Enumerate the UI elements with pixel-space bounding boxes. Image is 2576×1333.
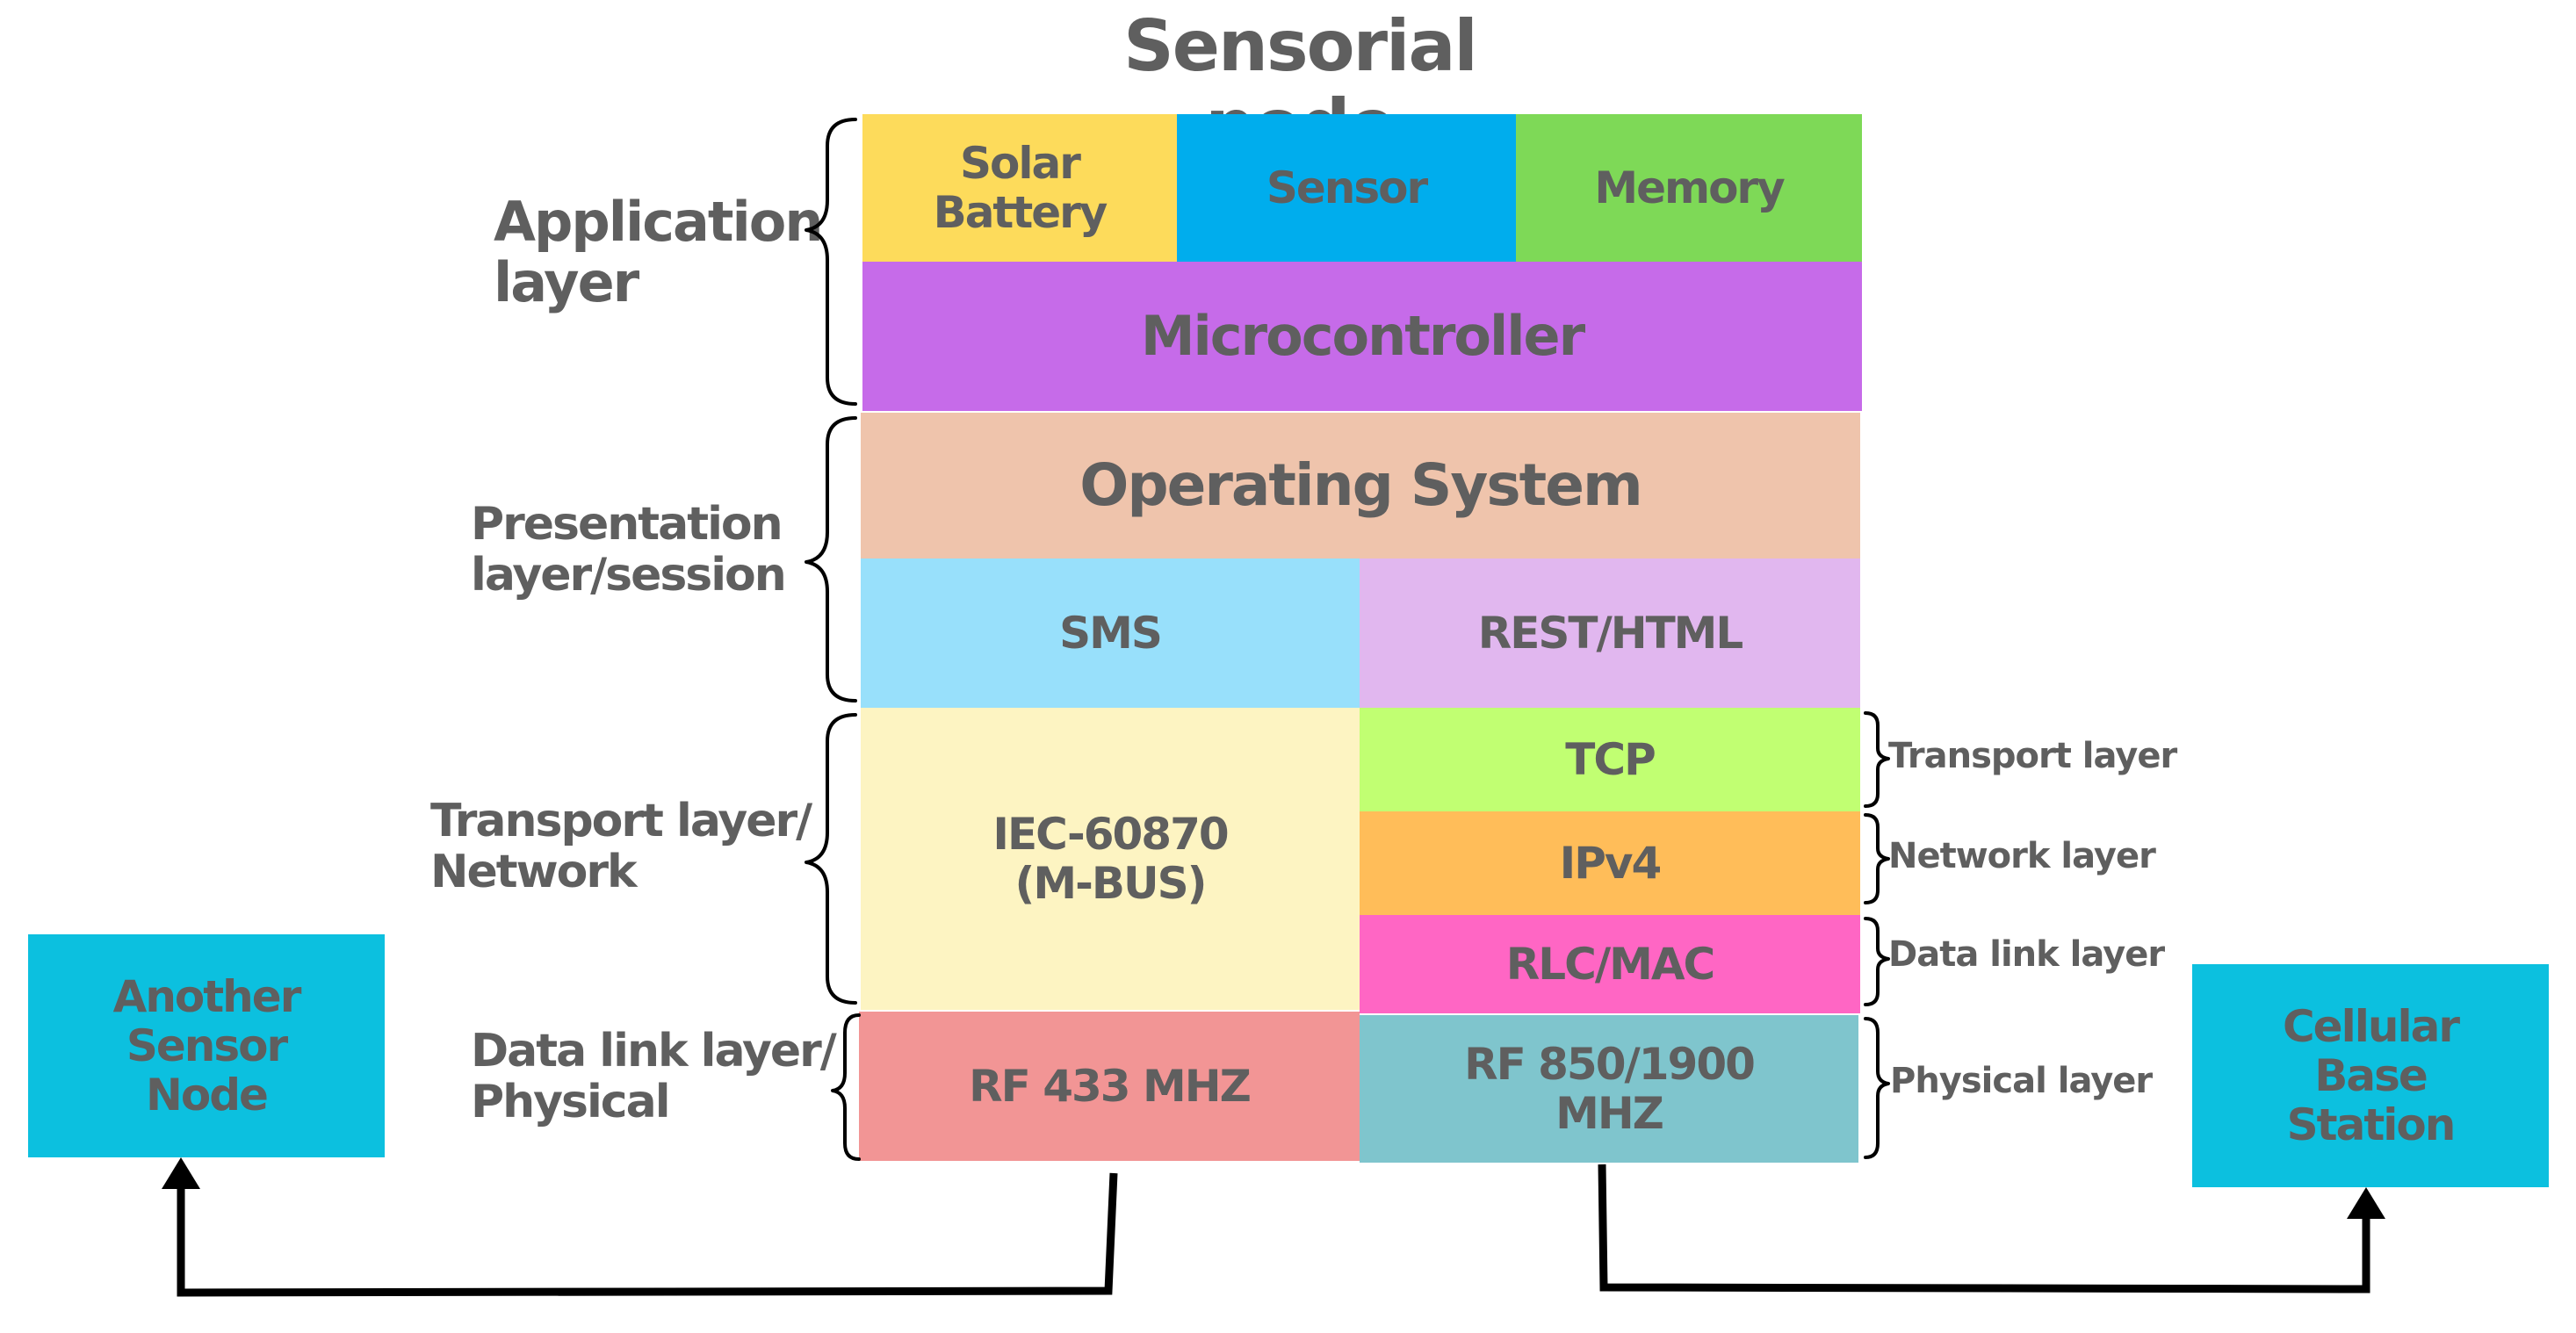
arrow-to-cellular-station [1598,1164,2370,1293]
brace-right-datalink [1864,917,1890,1006]
label-transport-network: Transport layer/ Network [430,795,812,899]
cellular-base-station-box: Cellular Base Station [2192,964,2549,1187]
tcp-block: TCP [1360,708,1860,811]
brace-right-network [1864,813,1890,904]
another-sensor-node-box: Another Sensor Node [28,934,385,1157]
label-right-network: Network layer [1888,836,2156,876]
label-application-layer: Application layer [494,190,823,315]
label-right-transport: Transport layer [1888,736,2177,776]
brace-right-transport [1864,711,1890,808]
brace-datalink [831,1013,861,1161]
solar-battery-block: Solar Battery [862,114,1177,262]
memory-block: Memory [1516,114,1862,262]
arrowhead-another-node [162,1157,200,1189]
rlc-mac-block: RLC/MAC [1360,915,1860,1013]
label-presentation-layer: Presentation layer/session [471,498,787,602]
brace-transport [805,713,857,1005]
brace-right-physical [1864,1017,1890,1159]
ipv4-block: IPv4 [1360,811,1860,915]
iec-60870-block: IEC-60870 (M-BUS) [861,708,1360,1010]
microcontroller-block: Microcontroller [862,262,1862,411]
brace-application [805,118,857,406]
label-datalink-physical: Data link layer/ Physical [471,1025,837,1129]
sensor-block: Sensor [1177,114,1516,262]
arrow-to-another-node [177,1172,1118,1297]
label-right-physical: Physical layer [1890,1061,2153,1101]
operating-system-block: Operating System [861,413,1860,558]
label-right-datalink: Data link layer [1888,934,2165,975]
sms-block: SMS [861,558,1360,708]
arrowhead-cellular-station [2347,1187,2385,1219]
rest-html-block: REST/HTML [1360,558,1860,708]
rf-433-block: RF 433 MHZ [859,1012,1360,1161]
brace-presentation [805,416,857,703]
rf-850-1900-block: RF 850/1900 MHZ [1360,1015,1858,1163]
